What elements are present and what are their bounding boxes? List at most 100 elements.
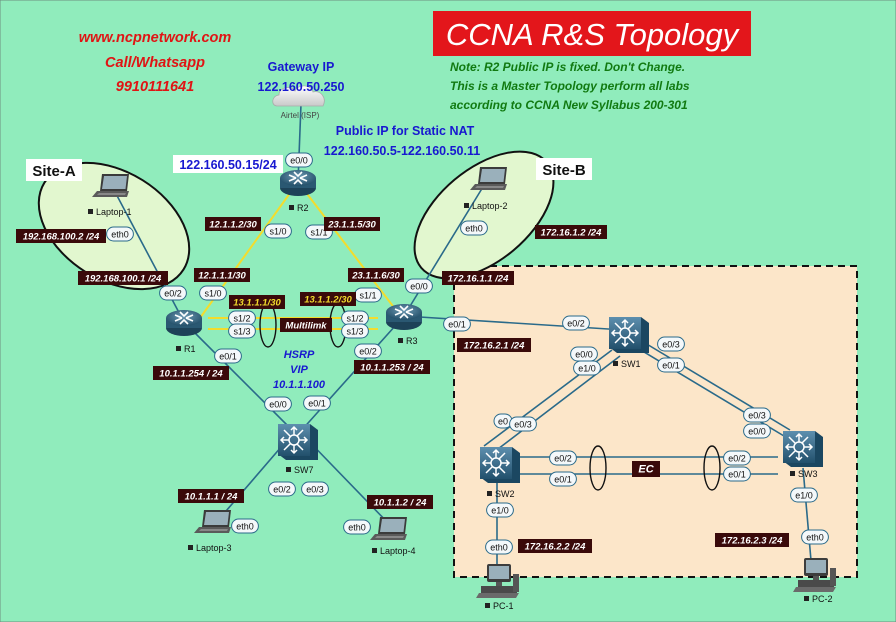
interface-sw7-e00: e0/0 [264, 396, 292, 412]
tag-text: 172.16.1.2 /24 [541, 228, 602, 239]
tag-text: 10.1.1.1 / 24 [185, 492, 239, 503]
tag-r1-e02: 192.168.100.1 /24 [78, 271, 168, 285]
interface-label: e0/0 [269, 400, 287, 410]
interface-label: e0/3 [306, 485, 324, 495]
tag-text: 192.168.100.2 /24 [23, 232, 100, 243]
interface-label: e0/1 [219, 352, 237, 362]
interface-r2-e00: e0/0 [285, 152, 313, 168]
tag-text: 172.16.1.1 /24 [448, 274, 509, 285]
interface-sw3-e02: e0/2 [723, 450, 751, 466]
label-pc-2: PC-2 [812, 594, 833, 604]
interface-r3-e02: e0/2 [354, 343, 382, 359]
label-r1: R1 [184, 344, 196, 354]
cloud-icon [272, 85, 325, 107]
tag-r3-e02: 10.1.1.253 / 24 [354, 360, 430, 374]
title-banner [433, 11, 751, 56]
interface-label: eth0 [236, 522, 254, 532]
interface-pc1-eth0: eth0 [485, 539, 513, 555]
interface-r1-e02: e0/2 [159, 285, 187, 301]
interface-sw3-e01: e0/1 [723, 466, 751, 482]
interface-label: e0/3 [662, 340, 680, 350]
interface-label: e1/0 [578, 364, 596, 374]
tag-text: Multilimk [285, 321, 327, 332]
router-r2[interactable] [279, 169, 317, 197]
interface-label: e0/1 [728, 470, 746, 480]
device-labels: R2 R1 R3 SW1 SW2 SW3 SW7 Laptop-1 Laptop… [88, 201, 833, 611]
tag-r2-s11: 23.1.1.5/30 [324, 217, 380, 231]
label-laptop-3: Laptop-3 [196, 543, 232, 553]
interface-sw2-e03: e0/3 [509, 416, 537, 432]
interface-sw1-e10: e1/0 [573, 360, 601, 376]
switch-sw7[interactable] [277, 423, 319, 461]
interface-r3-s12: s1/2 [341, 310, 369, 326]
tag-text: EC [638, 464, 654, 476]
interface-label: eth0 [465, 224, 483, 234]
tag-text: 23.1.1.6/30 [351, 271, 400, 282]
tag-text: 12.1.1.1/30 [198, 271, 246, 282]
tag-r1-s10: 12.1.1.1/30 [194, 268, 250, 282]
interface-r3-e01: e0/1 [443, 316, 471, 332]
vip-label: VIP [290, 364, 308, 376]
interface-label: e0/1 [448, 320, 466, 330]
interface-r2-s10: s1/0 [264, 223, 292, 239]
interface-pc2-eth0: eth0 [801, 529, 829, 545]
vip-ip: 10.1.1.100 [273, 379, 326, 391]
r2-public-ip: 122.160.50.15/24 [179, 158, 276, 172]
tag-text: 10.1.1.253 / 24 [360, 363, 424, 374]
public-ip-label: Public IP for Static NAT [336, 124, 475, 138]
switch-sw3[interactable] [782, 430, 824, 468]
interface-label: s1/2 [233, 314, 250, 324]
switch-sw1[interactable] [608, 316, 650, 354]
interface-label: e0 [498, 417, 508, 427]
interface-label: e0/2 [567, 319, 585, 329]
page-title: CCNA R&S Topology [446, 17, 741, 52]
interface-label: s1/2 [346, 314, 363, 324]
interface-label: e0/0 [410, 282, 428, 292]
interface-sw3-e00: e0/0 [743, 423, 771, 439]
interface-sw2-e10: e1/0 [486, 502, 514, 518]
note-line-2: This is a Master Topology perform all la… [450, 79, 690, 93]
label-sw7: SW7 [294, 465, 314, 475]
interface-r3-s13: s1/3 [341, 323, 369, 339]
tag-text: 172.16.2.3 /24 [722, 536, 783, 547]
router-r3[interactable] [385, 303, 423, 331]
interface-sw3-e03: e0/3 [743, 407, 771, 423]
public-ip-range: 122.160.50.5-122.160.50.11 [324, 144, 480, 158]
tag-pc1: 172.16.2.2 /24 [518, 539, 592, 553]
interface-label: e0/1 [662, 361, 680, 371]
interface-sw7-e01: e0/1 [303, 395, 331, 411]
interface-sw7-e03: e0/3 [301, 481, 329, 497]
tag-lap1: 192.168.100.2 /24 [16, 229, 106, 243]
tag-lap4: 10.1.1.2 / 24 [367, 495, 433, 509]
interface-label: e0/1 [554, 475, 572, 485]
gateway-ip: 122.160.50.250 [258, 80, 345, 94]
interface-lap4-eth0: eth0 [343, 519, 371, 535]
label-sw1: SW1 [621, 359, 641, 369]
interface-lap2-eth0: eth0 [460, 220, 488, 236]
label-laptop-2: Laptop-2 [472, 201, 508, 211]
label-sw3: SW3 [798, 469, 818, 479]
interface-label: s1/1 [310, 228, 327, 238]
interface-lap3-eth0: eth0 [231, 518, 259, 534]
label-pc-1: PC-1 [493, 601, 514, 611]
interface-label: s1/3 [233, 327, 250, 337]
tag-text: 172.16.2.2 /24 [525, 542, 586, 553]
label-laptop-4: Laptop-4 [380, 546, 416, 556]
tag-r1-e01: 10.1.1.254 / 24 [153, 366, 229, 380]
tag-text: 23.1.1.5/30 [327, 220, 376, 231]
interface-label: s1/3 [346, 327, 363, 337]
router-r1[interactable] [165, 309, 203, 337]
tag-ec: EC [632, 461, 660, 477]
site-a-label-box [26, 159, 82, 181]
gateway-label: Gateway IP [268, 60, 335, 74]
interface-r3-e00: e0/0 [405, 278, 433, 294]
interface-r1-s13: s1/3 [228, 323, 256, 339]
call-text: Call/Whatsapp [105, 55, 205, 71]
label-r2: R2 [297, 203, 309, 213]
interface-r3-s11: s1/1 [354, 287, 382, 303]
interface-r1-s12: s1/2 [228, 310, 256, 326]
switch-sw2[interactable] [479, 446, 521, 484]
interface-label: eth0 [806, 533, 824, 543]
